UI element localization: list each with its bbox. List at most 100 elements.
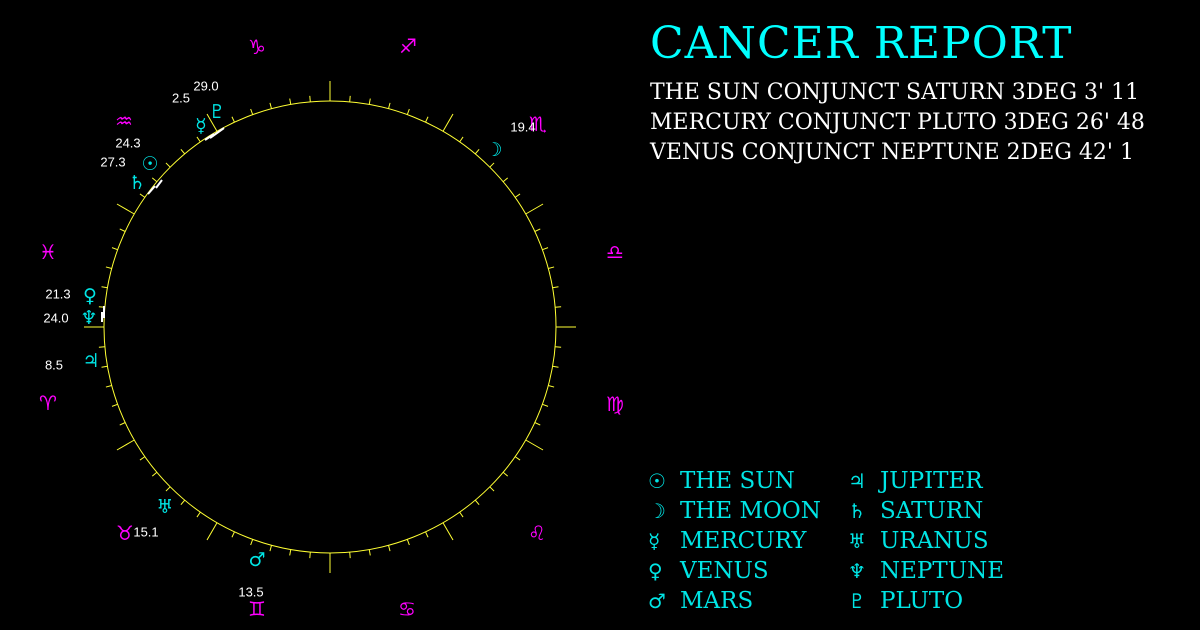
legend-label: NEPTUNE [880,558,1005,584]
legend-item-mercury: ☿ MERCURY [648,526,848,556]
minor-tick [548,385,555,388]
minor-tick [250,539,254,546]
aspect-line: MERCURY CONJUNCT PLUTO 3DEG 26' 48 [650,110,1145,135]
minor-tick [459,136,464,143]
sun-icon: ☉ [141,153,158,175]
minor-tick [101,286,108,289]
neptune-icon: ♆ [80,307,97,329]
minor-tick [196,136,201,143]
legend-label: SATURN [880,498,984,524]
major-tick [206,113,218,132]
pluto-position-tick [209,127,225,139]
uranus-icon: ♅ [156,496,173,518]
minor-tick [151,177,158,183]
zodiac-signs: ♑♐♏♎♍♌♋♊♉♈♓♒ [39,34,624,621]
mercury-degree-label: 2.5 [172,91,190,106]
minor-tick [548,266,555,269]
jupiter-degree-label: 8.5 [45,358,63,373]
minor-tick [101,365,108,368]
minor-tick [489,162,495,168]
legend-item-pluto: ♇ PLUTO [848,586,1048,616]
minor-tick [555,346,562,348]
major-tick [525,203,544,215]
minor-tick [98,346,105,348]
minor-tick [349,95,351,102]
saturn-icon: ♄ [848,499,866,523]
mars-degree-label: 13.5 [238,585,263,600]
libra-sign-icon: ♎ [606,240,624,264]
aspect-list: THE SUN CONJUNCT SATURN 3DEG 3' 11 MERCU… [650,78,1145,168]
legend-item-moon: ☽ THE MOON [648,496,848,526]
minor-tick [534,228,541,232]
minor-tick [542,403,549,407]
natal-chart-wheel: ♑♐♏♎♍♌♋♊♉♈♓♒ ♇29.0☿2.5☉24.3♄27.3☽19.4♀21… [39,34,624,621]
minor-tick [250,108,254,115]
minor-tick [552,286,559,289]
jupiter-icon: ♃ [82,350,99,372]
major-tick [525,439,544,451]
minor-tick [474,499,480,506]
legend-label: URANUS [880,528,989,554]
minor-tick [111,247,118,251]
minor-tick [289,549,292,556]
mercury-icon: ☿ [648,529,661,553]
minor-tick [514,456,521,461]
major-tick [116,203,135,215]
minor-tick [388,102,391,109]
legend-item-neptune: ♆ NEPTUNE [848,556,1048,586]
minor-tick [502,177,509,183]
legend-label: THE MOON [680,498,821,524]
minor-tick [552,365,559,368]
legend-label: JUPITER [880,468,983,494]
minor-tick [231,116,235,123]
capricorn-sign-icon: ♑ [248,35,266,59]
minor-tick [502,471,509,477]
major-tick [442,522,454,541]
planet-markers: ♇29.0☿2.5☉24.3♄27.3☽19.4♀21.3♆24.0♃8.5♅1… [43,79,535,600]
saturn-position-tick [147,185,156,195]
minor-tick [388,545,391,552]
minor-tick [425,116,429,123]
minor-tick [459,511,464,518]
neptune-icon: ♆ [848,559,866,583]
sun-degree-label: 24.3 [115,136,140,151]
legend-label: MERCURY [680,528,807,554]
zodiac-ring [103,100,557,554]
jupiter-icon: ♃ [848,469,866,493]
minor-tick [368,549,371,556]
minor-tick [165,486,171,492]
minor-tick [105,385,112,388]
aquarius-sign-icon: ♒ [115,109,133,133]
minor-tick [368,98,371,105]
mercury-icon: ☿ [195,115,207,137]
saturn-degree-label: 27.3 [100,155,125,170]
moon-icon: ☽ [648,499,666,523]
minor-tick [542,247,549,251]
moon-icon: ☽ [485,139,502,161]
pluto-icon: ♇ [848,589,866,613]
major-tick [206,522,218,541]
legend-label: VENUS [680,558,769,584]
minor-tick [309,95,311,102]
minor-tick [196,511,201,518]
aspect-line: VENUS CONJUNCT NEPTUNE 2DEG 42' 1 [650,140,1134,165]
minor-tick [119,228,126,232]
legend-label: THE SUN [680,468,795,494]
venus-icon: ♀ [648,559,663,583]
aries-sign-icon: ♈ [39,391,57,415]
moon-degree-label: 19.4 [510,120,535,135]
report-title: CANCER REPORT [650,18,1073,69]
legend-item-jupiter: ♃ JUPITER [848,466,1048,496]
legend-label: MARS [680,588,754,614]
minor-tick [289,98,292,105]
leo-sign-icon: ♌ [528,521,546,545]
legend-label: PLUTO [880,588,964,614]
minor-tick [406,108,410,115]
minor-tick [425,531,429,538]
saturn-icon: ♄ [128,172,145,194]
aspect-line: THE SUN CONJUNCT SATURN 3DEG 3' 11 [650,80,1140,105]
minor-tick [406,539,410,546]
planet-legend: ☉THE SUN ♃JUPITER ☽THE MOON ♄SATURN ☿MER… [648,466,1068,616]
pluto-icon: ♇ [208,101,225,123]
sagittarius-sign-icon: ♐ [399,34,417,58]
